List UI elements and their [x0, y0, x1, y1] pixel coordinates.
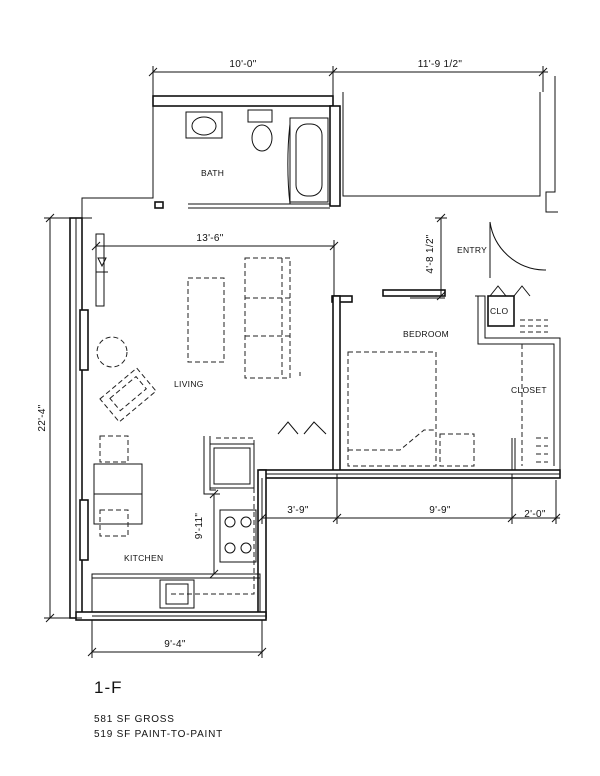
dim-closet-width: 2'-0": [524, 509, 546, 520]
room-label-entry: ENTRY: [457, 245, 487, 255]
dim-hall-width: 3'-9": [287, 505, 309, 516]
dimension-lines: [44, 66, 561, 658]
dim-living-width: 13'-6": [196, 233, 223, 244]
doors: [277, 123, 546, 435]
dim-overall-height: 22'-4": [37, 404, 48, 431]
room-label-bath: BATH: [201, 168, 224, 178]
dim-kitchen-depth: 9'-11": [194, 513, 205, 540]
room-label-kitchen: KITCHEN: [124, 553, 163, 563]
area-paint-to-paint: 519 SF PAINT-TO-PAINT: [94, 729, 224, 740]
fixtures: [91, 109, 548, 613]
area-gross: 581 SF GROSS: [94, 714, 175, 725]
room-label-clo: CLO: [490, 306, 508, 316]
room-label-living: LIVING: [174, 379, 204, 389]
dim-entry-depth: 4'-8 1/2": [425, 234, 436, 273]
walls: [69, 76, 561, 621]
room-label-closet: CLOSET: [511, 385, 547, 395]
dim-kitchen-width: 9'-4": [164, 639, 186, 650]
dim-top-left: 10'-0": [229, 59, 256, 70]
unit-name: 1-F: [94, 678, 123, 697]
dim-top-right: 11'-9 1/2": [418, 59, 463, 70]
dim-bedroom-width: 9'-9": [429, 505, 451, 516]
room-label-bedroom: BEDROOM: [403, 329, 449, 339]
